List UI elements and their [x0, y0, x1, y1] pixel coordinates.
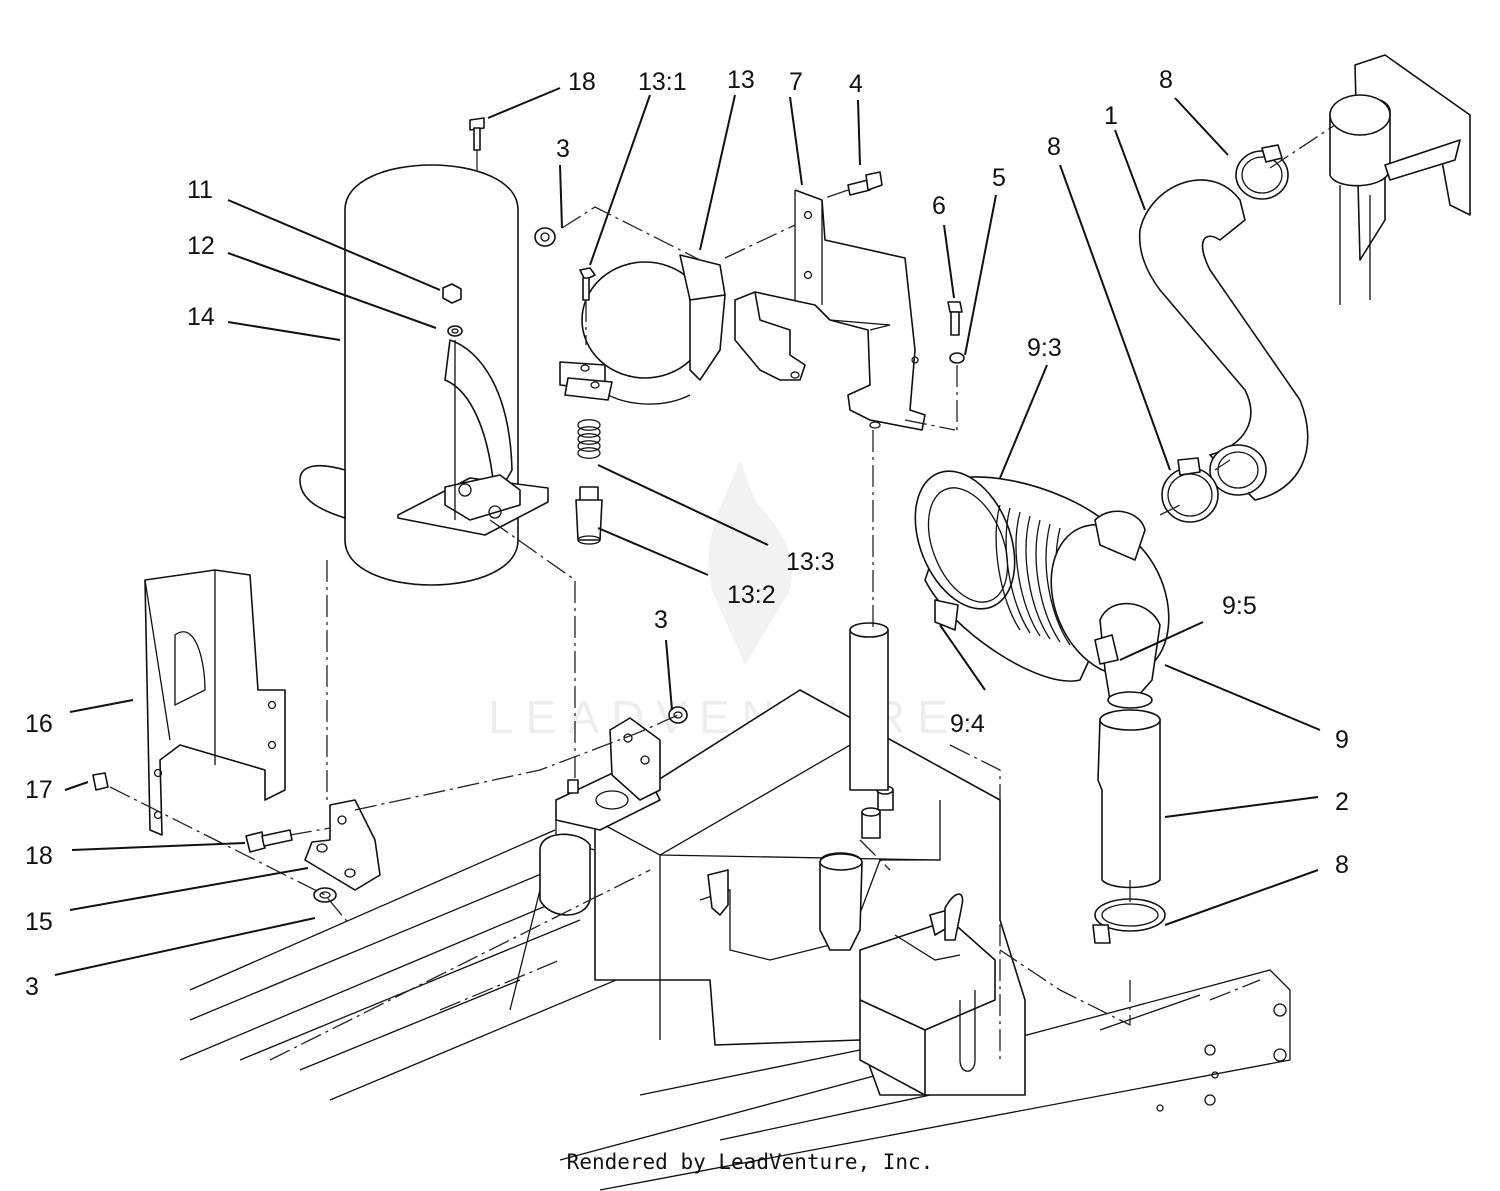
- callout-14: 14: [187, 303, 215, 331]
- callout-17: 17: [25, 776, 53, 804]
- render-credit: Rendered by LeadVenture, Inc.: [566, 1150, 934, 1174]
- callout-9-5: 9:5: [1222, 592, 1257, 620]
- callout-2: 2: [1335, 788, 1349, 816]
- heat-shield: [144, 569, 286, 836]
- callout-9-3: 9:3: [1027, 334, 1062, 362]
- callout-8: 8: [1335, 851, 1349, 879]
- callout-4: 4: [849, 70, 863, 98]
- callout-6: 6: [932, 192, 946, 220]
- callout-13: 13: [727, 66, 755, 94]
- callout-18: 18: [25, 842, 53, 870]
- callout-8: 8: [1047, 133, 1061, 161]
- callout-15: 15: [25, 908, 53, 936]
- hose-2: [1097, 709, 1161, 889]
- muffler-mount-bracket: [92, 706, 688, 903]
- engine-block: [509, 622, 1026, 1096]
- clamp-assembly: [534, 227, 726, 545]
- hose-clamps: [1092, 144, 1289, 944]
- callout-labels: 18 13:1 13 7 4 8 1 8 3 6 5 11 12 14 9:3 …: [25, 66, 1349, 1001]
- callout-3: 3: [25, 973, 39, 1001]
- air-cleaner-bracket: [734, 189, 926, 431]
- leader-lines: [54, 87, 1321, 976]
- callout-3: 3: [654, 606, 668, 634]
- callout-16: 16: [25, 710, 53, 738]
- hose-1: [1138, 179, 1309, 501]
- callout-7: 7: [789, 68, 803, 96]
- muffler-hardware: [442, 117, 485, 337]
- muffler: [299, 164, 549, 586]
- air-cleaner: [914, 470, 1170, 709]
- callout-13-3: 13:3: [786, 548, 835, 576]
- callout-1: 1: [1104, 102, 1118, 130]
- callout-11: 11: [187, 176, 213, 204]
- alignment-lines: [109, 124, 1336, 1061]
- callout-12: 12: [187, 232, 215, 260]
- callout-8: 8: [1159, 66, 1173, 94]
- air-intake-duct: [1329, 54, 1471, 305]
- callout-9-4: 9:4: [950, 710, 985, 738]
- watermark-logo: LEADVENTURE: [488, 460, 960, 743]
- callout-5: 5: [992, 164, 1006, 192]
- callout-13-1: 13:1: [638, 68, 687, 96]
- callout-9: 9: [1335, 726, 1349, 754]
- callout-13-2: 13:2: [727, 581, 776, 609]
- bracket-hardware: [824, 171, 965, 430]
- frame-chassis: [179, 829, 1291, 1191]
- watermark-text: LEADVENTURE: [488, 691, 960, 743]
- callout-18: 18: [568, 68, 596, 96]
- callout-3: 3: [556, 135, 570, 163]
